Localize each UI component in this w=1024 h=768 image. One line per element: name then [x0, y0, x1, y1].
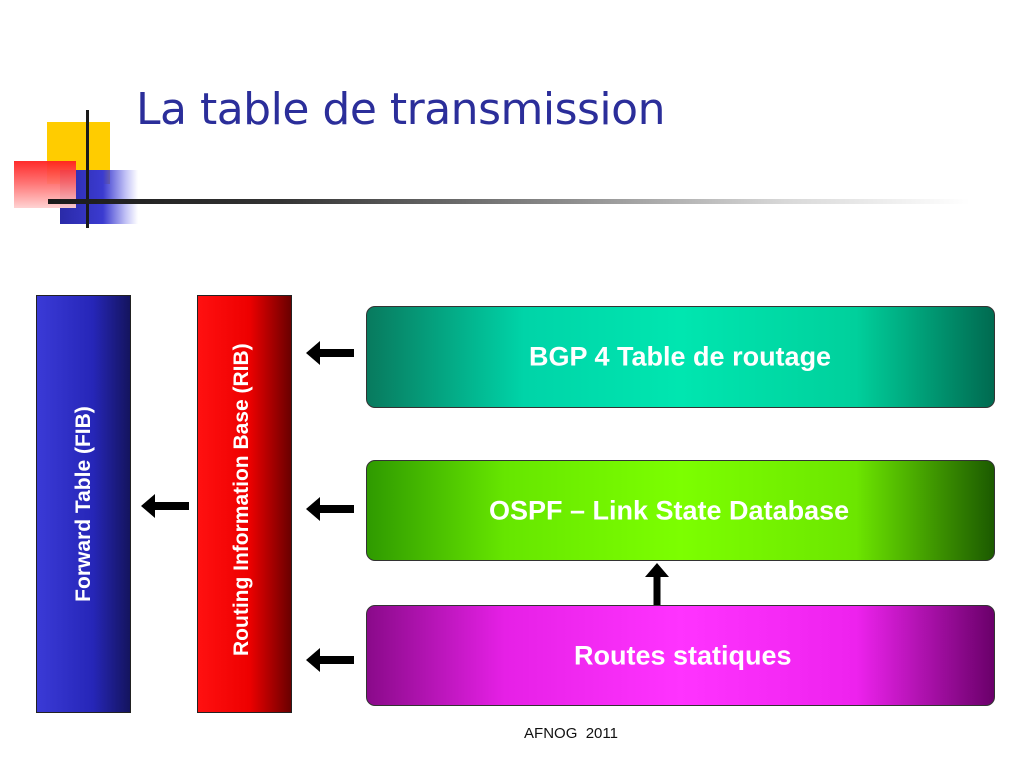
page-title: La table de transmission: [136, 84, 665, 135]
footer-text: AFNOG 2011: [524, 725, 618, 742]
up-arrow-icon: [645, 563, 669, 605]
static-routes-box: Routes statiques: [366, 605, 995, 706]
left-arrow-icon: [306, 648, 354, 672]
left-arrow-icon: [141, 494, 189, 518]
forward-table-block: Forward Table (FIB): [36, 295, 131, 713]
ospf-database-box: OSPF – Link State Database: [366, 460, 995, 561]
ospf-database-label: OSPF – Link State Database: [489, 495, 850, 525]
static-routes-label: Routes statiques: [574, 640, 792, 670]
left-arrow-icon: [306, 341, 354, 365]
bgp-table-label: BGP 4 Table de routage: [529, 341, 832, 372]
left-arrow-icon: [306, 497, 354, 521]
routing-information-base-block: Routing Information Base (RIB): [197, 295, 292, 713]
title-underline: [48, 199, 970, 204]
bgp-table-box: BGP 4 Table de routage: [366, 306, 995, 408]
forward-table-label: Forward Table (FIB): [71, 406, 95, 602]
routing-information-base-label: Routing Information Base (RIB): [230, 343, 253, 656]
logo-vertical-line: [86, 110, 89, 228]
